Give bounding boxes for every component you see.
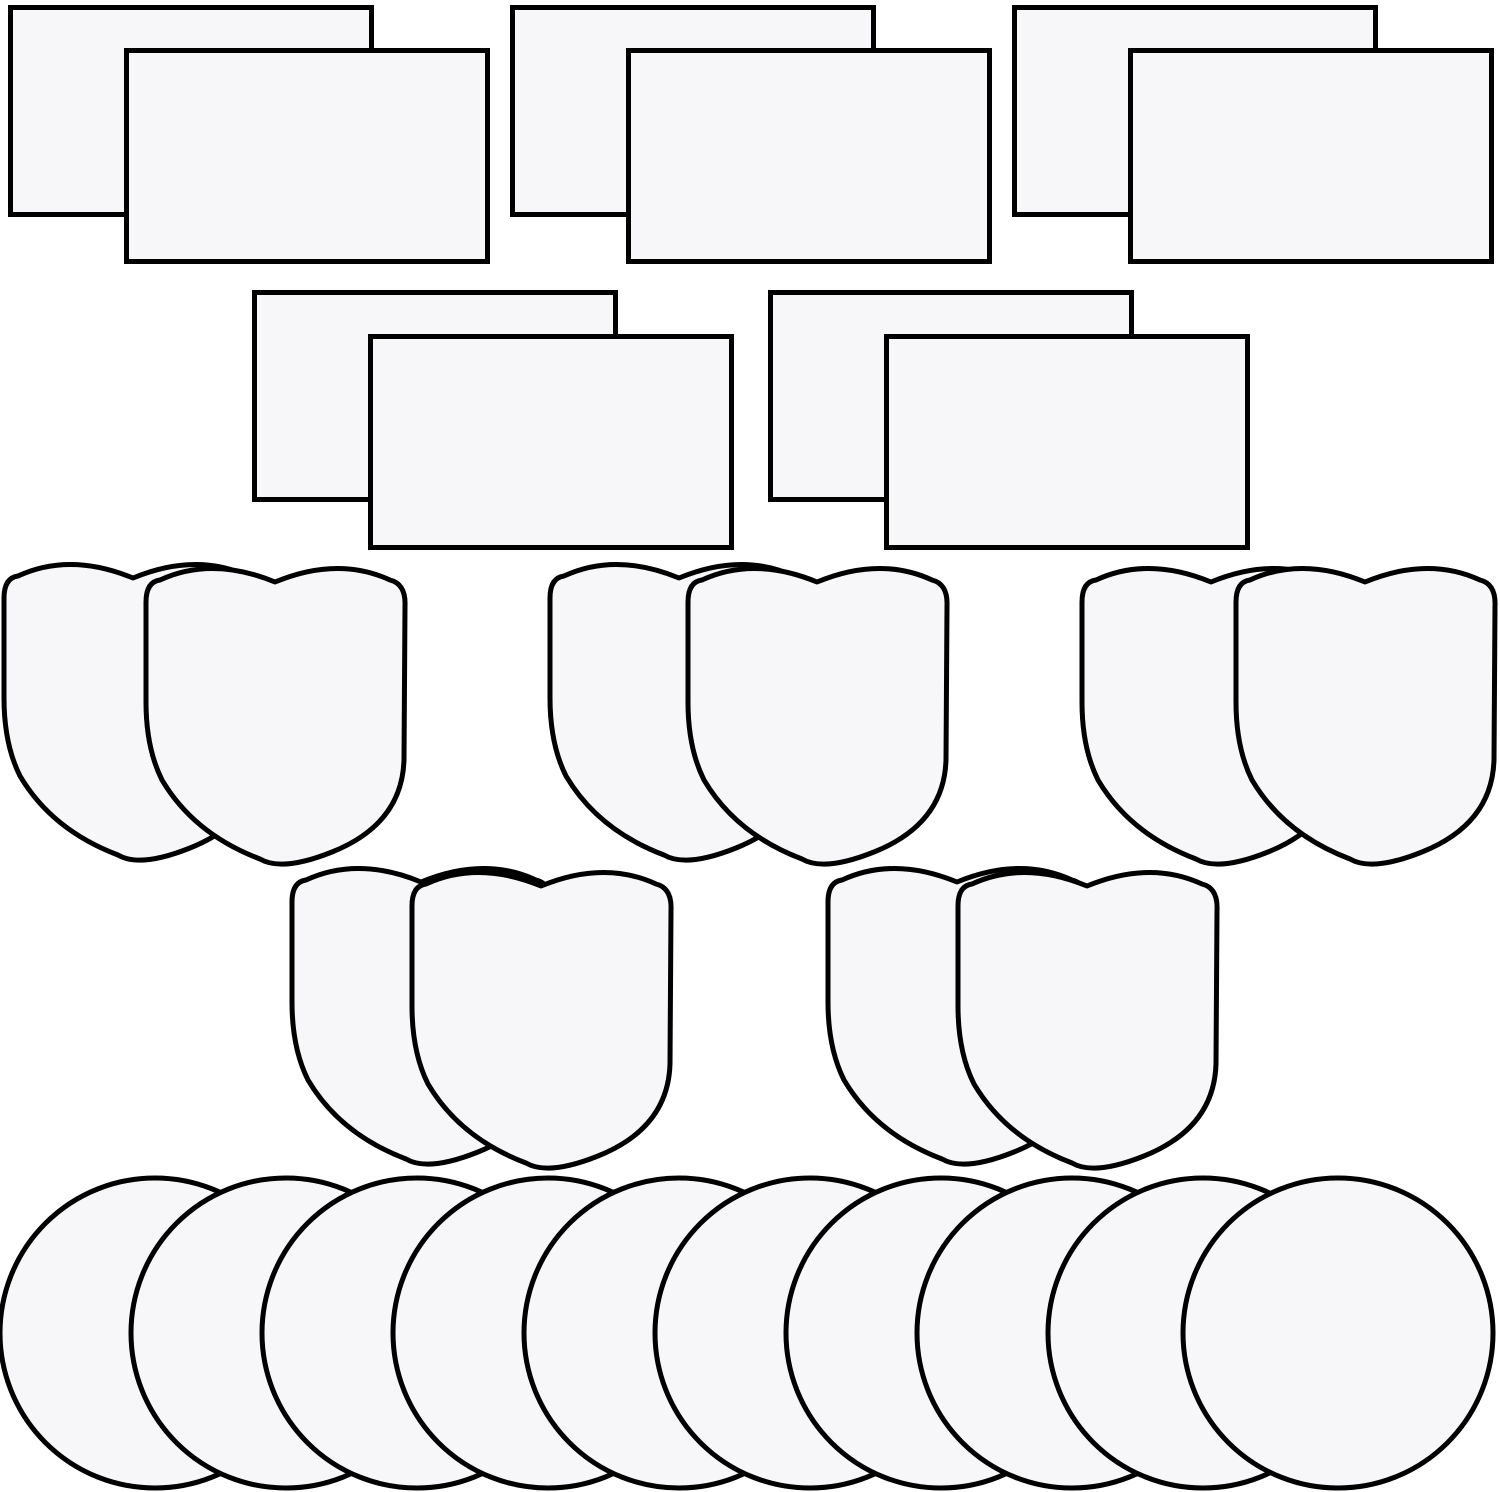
rectangle-patch xyxy=(626,48,992,264)
shield-patch xyxy=(143,566,408,867)
shield-patch xyxy=(955,870,1220,1171)
round-patch xyxy=(1180,1175,1496,1491)
rectangle-patch xyxy=(368,334,734,550)
rectangle-patch xyxy=(124,48,490,264)
shield-patch xyxy=(685,566,950,867)
shield-patch xyxy=(1233,566,1498,867)
shield-patch xyxy=(409,870,674,1171)
rectangle-patch xyxy=(1128,48,1494,264)
rectangle-patch xyxy=(884,334,1250,550)
